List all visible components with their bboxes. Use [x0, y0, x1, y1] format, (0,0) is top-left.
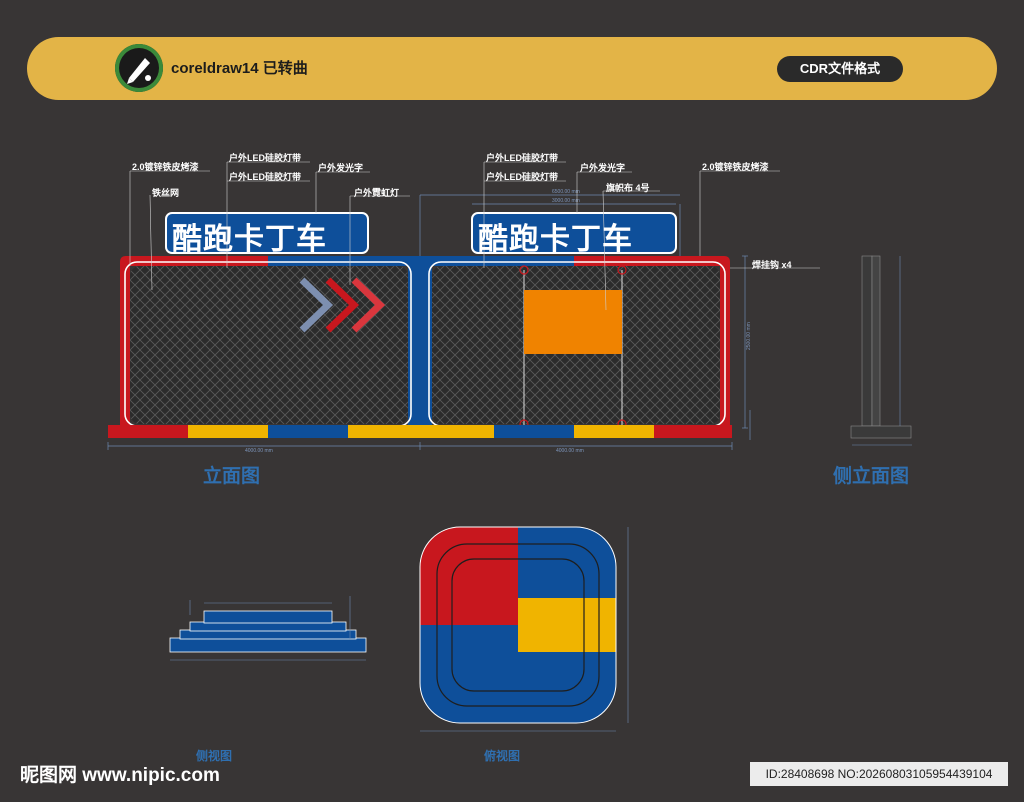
svg-text:2500.00 mm: 2500.00 mm	[746, 322, 752, 350]
callout-led-strip-left-2: 户外LED硅胶灯带	[229, 172, 302, 182]
wire-mesh-left	[130, 266, 408, 424]
hook-top-left	[519, 265, 529, 275]
callout-hooks: 焊挂钩 x4	[752, 260, 792, 270]
callout-led-strip-right-1: 户外LED硅胶灯带	[486, 153, 559, 163]
neon-chevrons	[299, 277, 386, 333]
base-seg-5	[494, 425, 574, 438]
watermark: 昵图网 www.nipic.com	[20, 765, 220, 786]
sign-text-left: 酷跑卡丁车	[172, 222, 327, 257]
pen-nib-icon	[115, 44, 163, 92]
header-bar: coreldraw14 已转曲 CDR文件格式	[27, 37, 997, 100]
callout-leaders	[129, 161, 820, 311]
base-seg-3	[268, 425, 348, 438]
label-elevation: 立面图	[203, 466, 261, 487]
callout-galvanized-right: 2.0镀锌铁皮烤漆	[702, 162, 769, 172]
top-view-drawing	[419, 526, 629, 732]
dimension-lines	[107, 194, 751, 450]
svg-text:4000.00 mm: 4000.00 mm	[245, 448, 273, 454]
elevation-drawing: 4000.00 mm 4000.00 mm 6500.00 mm 3000.00…	[107, 161, 820, 454]
callout-led-strip-left-1: 户外LED硅胶灯带	[229, 153, 302, 163]
side-view-drawing	[169, 596, 367, 661]
callout-neon-light: 户外霓虹灯	[354, 188, 400, 198]
base-seg-6	[574, 425, 654, 438]
base-seg-4	[348, 425, 494, 438]
flag-cloth	[524, 290, 622, 354]
base-seg-1	[108, 425, 188, 438]
label-top-view: 俯视图	[484, 749, 521, 763]
callout-wire-mesh: 铁丝网	[152, 188, 180, 198]
callout-led-strip-right-2: 户外LED硅胶灯带	[486, 172, 559, 182]
center-post	[408, 256, 432, 428]
label-side-view: 侧视图	[196, 749, 233, 763]
header-title: coreldraw14 已转曲	[171, 60, 308, 77]
base-seg-7	[654, 425, 732, 438]
side-elevation-drawing	[850, 255, 912, 446]
label-side-elevation: 侧立面图	[833, 466, 910, 487]
callout-flag-cloth: 旗帜布 4号	[606, 183, 650, 193]
format-badge: CDR文件格式	[777, 56, 903, 82]
sign-text-right: 酷跑卡丁车	[478, 222, 633, 257]
base-seg-2	[188, 425, 268, 438]
sign-box-left	[165, 212, 369, 254]
hook-top-right	[617, 265, 627, 275]
svg-text:6500.00 mm: 6500.00 mm	[552, 189, 580, 195]
svg-text:3000.00 mm: 3000.00 mm	[552, 198, 580, 204]
svg-text:4000.00 mm: 4000.00 mm	[556, 448, 584, 454]
sign-box-right	[471, 212, 677, 254]
dimension-labels: 4000.00 mm 4000.00 mm 6500.00 mm 3000.00…	[245, 189, 752, 454]
callout-luminous-letters-left: 户外发光字	[318, 163, 364, 173]
callout-galvanized-left: 2.0镀锌铁皮烤漆	[132, 162, 199, 172]
id-bar: ID:28408698 NO:20260803105954439104	[750, 762, 1008, 786]
callout-luminous-letters-right: 户外发光字	[580, 163, 626, 173]
